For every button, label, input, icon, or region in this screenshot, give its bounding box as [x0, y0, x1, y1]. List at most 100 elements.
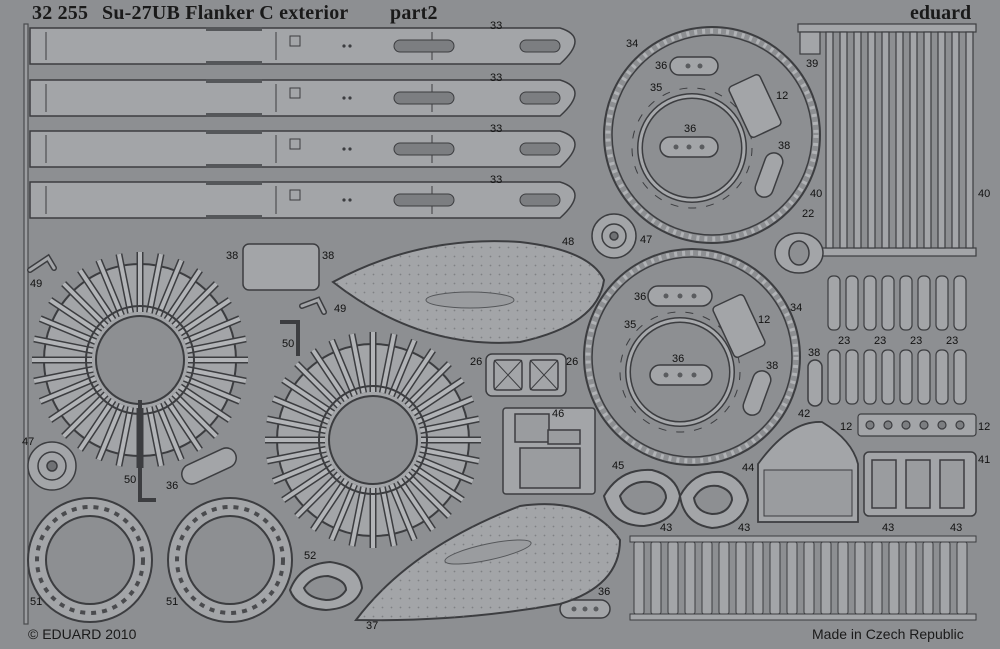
- plates-38: [242, 152, 823, 416]
- part-number-label: 49: [334, 303, 347, 315]
- strip-part-33: [29, 27, 576, 65]
- part-number-label: 33: [490, 123, 503, 135]
- gear-fin-face: [329, 483, 357, 541]
- ring-part-34-bottom: [583, 248, 801, 466]
- row-tooth: [863, 349, 877, 405]
- part-number-label: 43: [950, 522, 963, 534]
- row-tooth: [845, 349, 859, 405]
- part-22: [774, 232, 824, 274]
- sheet-code: 32 255: [32, 2, 89, 24]
- gear-fin-face: [49, 298, 102, 335]
- gear-fin-face: [49, 385, 102, 422]
- comb-parts-39-40: [797, 23, 977, 257]
- strip-part-33: [29, 79, 576, 117]
- part-number-label: 37: [366, 620, 379, 632]
- gear-fin-face: [39, 316, 97, 344]
- gear-fin-face: [33, 367, 94, 384]
- row-tooth: [845, 275, 859, 331]
- part-number-label: 36: [166, 480, 179, 492]
- gear-fin-face: [380, 486, 397, 547]
- part-number-label: 43: [882, 522, 895, 534]
- comb-tooth: [853, 31, 862, 249]
- row-43-tooth: [820, 541, 832, 615]
- row-tooth: [881, 275, 895, 331]
- gear-fin-face: [78, 398, 115, 451]
- part-number-label: 44: [742, 462, 755, 474]
- part-39: [799, 31, 821, 55]
- part-number-label: 51: [30, 596, 43, 608]
- row-43-tooth: [633, 541, 645, 615]
- sheet-part: part2: [390, 2, 438, 24]
- part-number-label: 36: [655, 60, 668, 72]
- gear-fin-face: [33, 336, 94, 353]
- part-number-label: 38: [808, 347, 821, 359]
- gear-fin-face: [96, 403, 124, 461]
- part-number-label: 38: [322, 250, 335, 262]
- gear-fin-face: [156, 403, 184, 461]
- gear-fin-face: [62, 282, 108, 328]
- gear-fin-face: [183, 316, 241, 344]
- gear-fin-face: [311, 478, 348, 531]
- row-tooth: [827, 349, 841, 405]
- gear-fin-face: [349, 486, 366, 547]
- part-number-label: 52: [304, 550, 317, 562]
- row-43-bar: [629, 535, 977, 543]
- part-number-label: 23: [838, 335, 851, 347]
- ring-part-34-top: [603, 26, 821, 244]
- comb-tooth: [867, 31, 876, 249]
- row-43-tooth: [854, 541, 866, 615]
- part-number-label: 40: [978, 188, 991, 200]
- parts-45-44: [602, 468, 750, 530]
- row-43-bar: [629, 613, 977, 621]
- gear-fin-face: [183, 376, 241, 404]
- gear-fin-face: [147, 406, 164, 467]
- comb-bar: [797, 247, 977, 257]
- strip-hole: [865, 420, 875, 430]
- strip-hole: [937, 420, 947, 430]
- part-number-label: 51: [166, 596, 179, 608]
- gear-fin-face: [116, 253, 133, 314]
- row-43-tooth: [650, 541, 662, 615]
- part-number-label: 36: [634, 291, 647, 303]
- gear-hole: [328, 395, 418, 485]
- gear-fin-face: [266, 447, 327, 464]
- row-43-tooth: [871, 541, 883, 615]
- part-number-label: 36: [672, 353, 685, 365]
- comb-tooth: [839, 31, 848, 249]
- row-43-tooth: [735, 541, 747, 615]
- comb-tooth: [825, 31, 834, 249]
- part-number-label: 35: [650, 82, 663, 94]
- gear-fin-face: [78, 269, 115, 322]
- row-43-tooth: [701, 541, 713, 615]
- row-tooth: [827, 275, 841, 331]
- ring-part-35-top: [631, 87, 753, 209]
- parts-23-12: [827, 275, 977, 437]
- part-number-label: 36: [684, 123, 697, 135]
- part-41: [863, 451, 977, 517]
- comb-tooth: [881, 31, 890, 249]
- row-43-tooth: [888, 541, 900, 615]
- origin-text: Made in Czech Republic: [812, 626, 964, 642]
- copyright-text: © EDUARD 2010: [28, 626, 137, 642]
- gear-fin-face: [272, 456, 330, 484]
- gear-fin-face: [282, 465, 335, 502]
- row-43-tooth: [667, 541, 679, 615]
- parts-43: [629, 535, 977, 621]
- row-43-tooth: [905, 541, 917, 615]
- row-43-tooth: [956, 541, 968, 615]
- gear-fin-face: [416, 456, 474, 484]
- part-52: [288, 560, 364, 612]
- part-number-label: 47: [640, 234, 653, 246]
- comb-tooth: [923, 31, 932, 249]
- strip-part-33: [29, 130, 576, 168]
- oval-plates-36: [181, 56, 719, 619]
- row-tooth: [935, 275, 949, 331]
- part-number-label: 45: [612, 460, 625, 472]
- gear-fin-face: [416, 396, 474, 424]
- gear-fin-face: [62, 392, 108, 438]
- part-number-label: 35: [624, 319, 637, 331]
- part-number-label: 12: [840, 421, 853, 433]
- gear-fin-face: [165, 398, 202, 451]
- part-number-label: 33: [490, 20, 503, 32]
- gear-fin-face: [398, 478, 435, 531]
